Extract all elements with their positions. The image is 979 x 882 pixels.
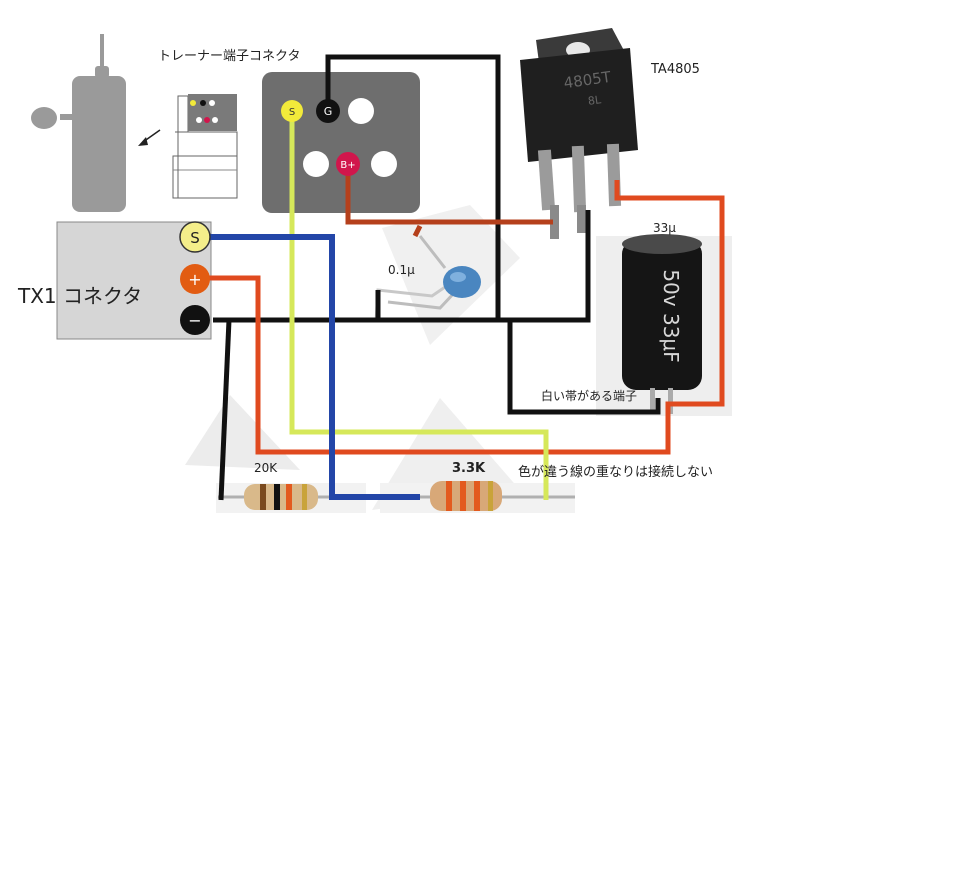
tx1-pin-s: S (179, 221, 211, 253)
trainer-pin-bplus: B+ (336, 152, 360, 176)
trainer-pin-g-label: G (324, 105, 333, 118)
trainer-pin-g: G (316, 99, 340, 123)
trainer-port-sketch (172, 94, 238, 199)
white-band-terminal-label: 白い帯がある端子 (541, 389, 638, 403)
ic-marking-line2: 8L (587, 93, 603, 108)
tx1-pin-minus-label: − (188, 311, 201, 330)
resistor-3k3-label: 3.3K (452, 461, 486, 476)
tx1-connector-label: TX1 コネクタ (18, 284, 143, 308)
tx1-pin-minus: − (180, 305, 210, 335)
wire-red-plus (205, 180, 725, 455)
trainer-pin-s-label: S (289, 107, 295, 118)
tx1-pin-s-label: S (190, 229, 200, 247)
trainer-pin-empty (348, 98, 374, 124)
wire-brown-bplus (345, 165, 553, 225)
tx1-pin-plus-label: + (188, 270, 201, 289)
trainer-pin-empty (303, 151, 329, 177)
ic-name-label: TA4805 (651, 62, 700, 77)
ceramic-capacitor (374, 235, 481, 323)
wire-yellow-s (289, 112, 549, 500)
ceramic-cap-label: 0.1μ (388, 263, 415, 277)
wires (205, 54, 725, 501)
wire-black-ecap (507, 320, 661, 415)
trainer-pin-empty (371, 151, 397, 177)
wire-black-g (325, 54, 501, 322)
electrolytic-cap-label: 33μ (653, 221, 676, 235)
wire-blue-s (210, 234, 420, 500)
trainer-pin-bplus-label: B+ (340, 160, 355, 171)
arrow-left-icon (138, 129, 161, 146)
shadow-shape (185, 395, 300, 470)
trainer-connector-label: トレーナー端子コネクタ (158, 49, 301, 64)
transmitter-icon (31, 34, 126, 212)
crossing-note-label: 色が違う線の重なりは接続しない (518, 465, 714, 480)
wire-black-20k (218, 319, 232, 501)
capacitor-marking: 50v 33μF (659, 269, 683, 362)
resistor-20k-label: 20K (254, 461, 278, 475)
trainer-connector-body (262, 72, 420, 213)
regulator-ic (520, 28, 638, 239)
wire-black-minus (213, 210, 591, 323)
trainer-pin-s: S (281, 100, 303, 122)
electrolytic-capacitor (596, 234, 732, 416)
tx1-pin-plus: + (180, 264, 210, 294)
